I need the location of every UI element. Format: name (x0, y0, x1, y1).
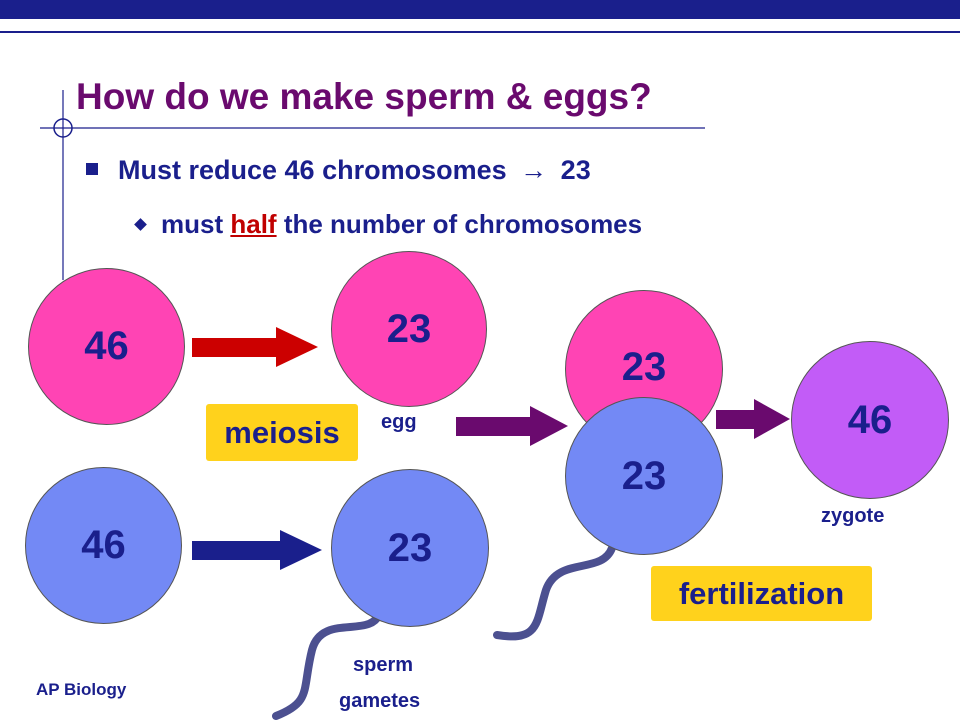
fertilization-tag: fertilization (651, 566, 872, 621)
bullet-2-highlight: half (230, 209, 277, 239)
square-bullet-icon (86, 163, 98, 175)
bullet-1-value: 23 (560, 155, 591, 185)
sperm-tail-2 (493, 544, 616, 641)
top-rule (0, 31, 960, 33)
arrow-egg-meiosis (192, 327, 318, 367)
egg-cell: 23 (331, 251, 487, 407)
egg-parent-cell: 46 (28, 268, 185, 425)
egg-label: egg (381, 411, 417, 433)
arrow-to-zygote (716, 399, 790, 439)
fertilization-egg-count: 23 (621, 345, 667, 389)
egg-count: 23 (386, 306, 432, 351)
sperm-cell: 23 (331, 469, 489, 627)
right-arrow-icon: → (520, 155, 548, 185)
arrow-to-fertilization (456, 406, 568, 446)
footer-course-label: AP Biology (36, 680, 127, 699)
slide-title: How do we make sperm & eggs? (76, 76, 652, 117)
sperm-parent-count: 46 (81, 523, 126, 567)
gametes-label: gametes (339, 690, 421, 712)
top-bar (0, 0, 960, 19)
egg-parent-count: 46 (84, 324, 129, 368)
bullet-1: Must reduce 46 chromosomes → 23 (86, 155, 591, 186)
fertilization-sperm-cell: 23 (565, 397, 723, 555)
meiosis-tag: meiosis (206, 404, 358, 461)
arrow-sperm-meiosis (192, 530, 322, 570)
zygote-label: zygote (821, 505, 885, 527)
fertilization-sperm-count: 23 (621, 453, 667, 498)
zygote-count: 46 (847, 397, 893, 442)
bullet-1-text: Must reduce 46 chromosomes (118, 155, 507, 185)
crosshair-ring (53, 118, 73, 138)
sperm-parent-cell: 46 (25, 467, 182, 624)
bullet-2-pre: must (161, 209, 224, 239)
bullet-2-post: the number of chromosomes (283, 209, 643, 239)
bullet-2: must half the number of chromosomes (134, 209, 643, 240)
zygote-cell: 46 (791, 341, 949, 499)
sperm-tail-1 (272, 608, 384, 720)
sperm-count: 23 (387, 525, 433, 570)
sperm-label: sperm (353, 654, 414, 676)
